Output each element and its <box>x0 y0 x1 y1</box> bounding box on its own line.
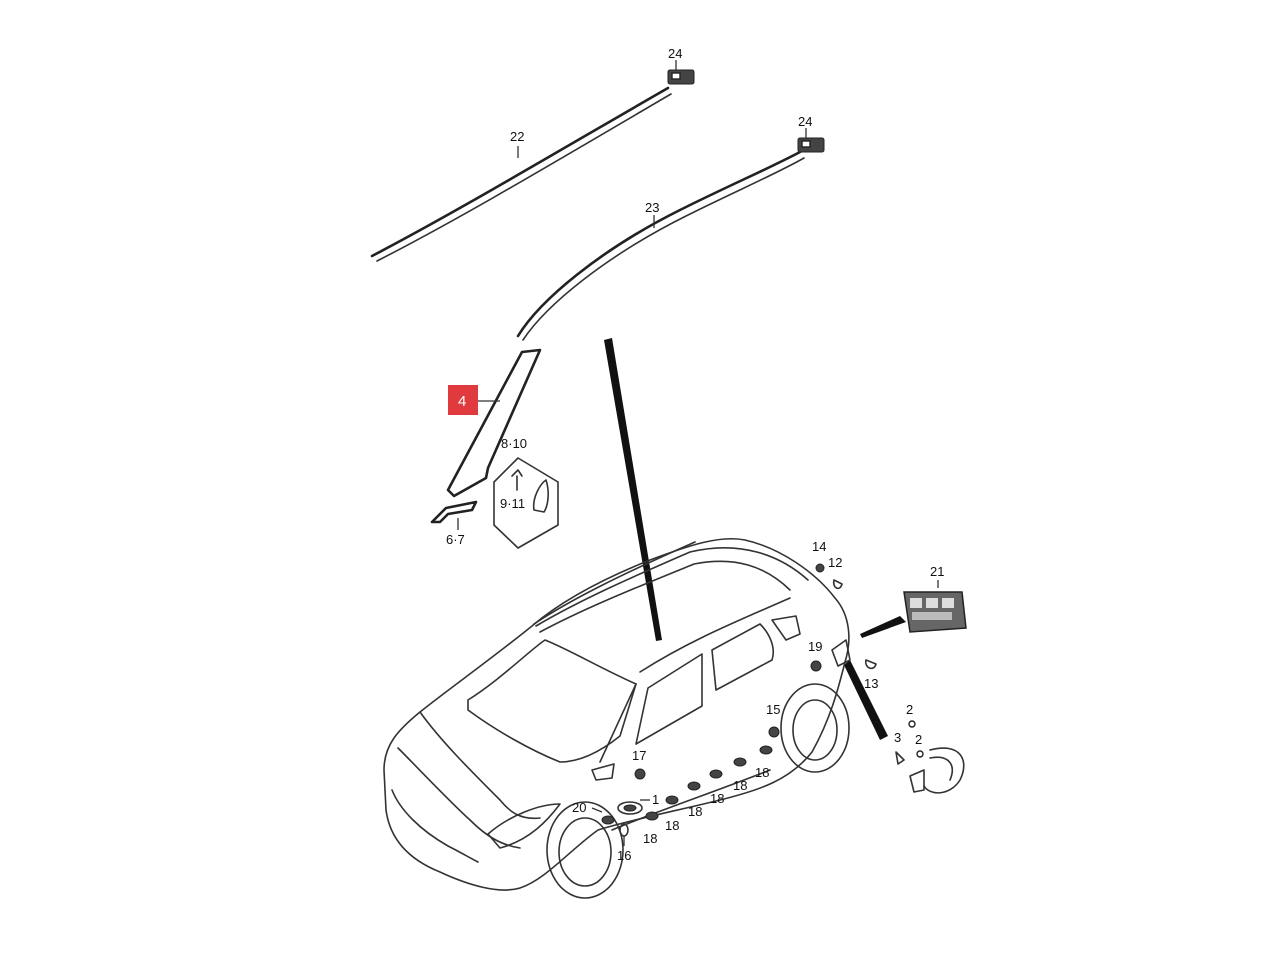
label-18-d: 18 <box>688 804 702 819</box>
label-14: 14 <box>812 539 826 554</box>
part-22-roof-moulding-left: 22 <box>370 86 672 262</box>
label-24-lower: 24 <box>798 114 812 129</box>
detail-hexagon-8-11: 8·10 9·11 <box>493 436 559 549</box>
part-13-clip: 13 <box>864 659 878 691</box>
part-4-pillar-garnish <box>446 348 542 498</box>
pointer-wedge-emblem <box>844 660 888 740</box>
part-18-clip-f: 18 <box>643 811 659 846</box>
label-9-11: 9·11 <box>500 496 525 511</box>
part-18-clip-c: 18 <box>709 769 724 806</box>
part-18-clip-b: 18 <box>733 757 747 793</box>
part-18-clip-a: 18 <box>755 745 773 780</box>
label-3: 3 <box>894 730 901 745</box>
label-2-upper: 2 <box>906 702 913 717</box>
part-1-grommet: 1 <box>617 792 659 815</box>
part-18-clip-e: 18 <box>665 795 679 833</box>
label-2-lower: 2 <box>915 732 922 747</box>
label-18-a: 18 <box>755 765 769 780</box>
label-15: 15 <box>766 702 780 717</box>
label-18-c: 18 <box>710 791 724 806</box>
part-18-clip-g <box>601 815 615 825</box>
part-2-lower: 2 <box>915 732 924 758</box>
label-16: 16 <box>617 848 631 863</box>
label-24-upper: 24 <box>668 46 682 61</box>
label-4[interactable]: 4 <box>458 393 466 410</box>
part-12-clip: 12 <box>828 555 843 590</box>
part-19-fastener: 19 <box>808 639 822 672</box>
label-20: 20 <box>572 800 586 815</box>
fuel-lid <box>909 747 965 794</box>
label-6-7: 6·7 <box>446 532 465 547</box>
part-21-emblem: 21 <box>903 564 967 633</box>
part-20-clip: 20 <box>572 800 603 815</box>
part-2-upper: 2 <box>906 702 916 728</box>
part-16-clip: 16 <box>617 823 631 863</box>
car-body <box>383 537 851 899</box>
label-12: 12 <box>828 555 842 570</box>
highlight-label-4[interactable]: 4 <box>448 385 478 415</box>
part-18-clip-d: 18 <box>687 781 702 819</box>
label-18-f: 18 <box>643 831 657 846</box>
label-8-10: 8·10 <box>501 436 527 451</box>
pointer-wedge-roof <box>604 338 662 641</box>
part-15-fastener: 15 <box>766 702 780 738</box>
part-23-roof-moulding-right: 23 <box>516 150 805 341</box>
label-22: 22 <box>510 129 524 144</box>
pointer-wedge-21 <box>860 616 906 638</box>
label-18-e: 18 <box>665 818 679 833</box>
part-6-7-garnish-lower: 6·7 <box>430 500 478 547</box>
label-13: 13 <box>864 676 878 691</box>
label-17: 17 <box>632 748 646 763</box>
part-24-clip-lower: 24 <box>797 114 825 153</box>
label-19: 19 <box>808 639 822 654</box>
label-1: 1 <box>652 792 659 807</box>
part-14-fastener: 14 <box>812 539 826 573</box>
label-23: 23 <box>645 200 659 215</box>
part-24-clip-upper: 24 <box>667 46 695 85</box>
label-21: 21 <box>930 564 944 579</box>
label-18-b: 18 <box>733 778 747 793</box>
part-3: 3 <box>894 730 905 765</box>
highlight-marker[interactable] <box>448 385 478 415</box>
part-17-fastener: 17 <box>632 748 646 780</box>
